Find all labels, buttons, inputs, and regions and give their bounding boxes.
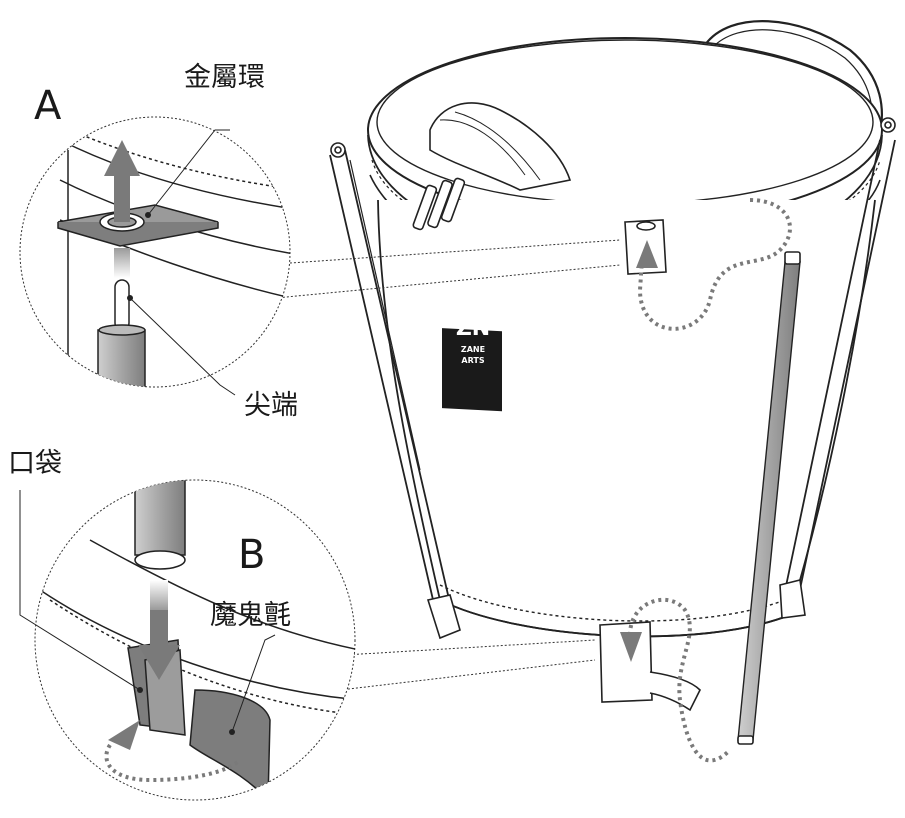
buckle-clips	[412, 177, 466, 231]
lower-arrowhead	[620, 632, 642, 662]
callout-leader-lines	[254, 239, 621, 691]
label-section-a: A	[34, 83, 62, 129]
label-velcro: 魔鬼氈	[210, 600, 291, 631]
upper-dotted-path	[637, 198, 792, 331]
logo-line2: ARTS	[461, 356, 485, 365]
bucket-body	[377, 199, 876, 638]
detail-b-circle	[19, 479, 356, 801]
upper-arrowhead	[636, 240, 658, 268]
pole-tip	[114, 279, 130, 331]
lower-dotted-path	[628, 597, 732, 763]
tent-pole	[737, 251, 801, 745]
left-leg-pole	[329, 142, 461, 640]
logo-line1: ZANE	[460, 345, 486, 354]
label-section-b: B	[238, 532, 266, 578]
velcro-strap	[189, 689, 271, 800]
carry-handle	[704, 20, 883, 151]
lower-pocket	[599, 621, 701, 712]
brand-logo-badge	[442, 328, 502, 412]
bottom-band	[439, 584, 791, 622]
label-metal-ring: 金屬環	[184, 62, 265, 93]
bucket-illustration	[329, 20, 896, 763]
detail-a-circle	[19, 116, 291, 396]
label-tip: 尖端	[244, 390, 298, 421]
label-pocket: 口袋	[8, 448, 62, 479]
right-leg-pole	[779, 117, 896, 619]
logo-mark: ZN	[455, 316, 491, 341]
